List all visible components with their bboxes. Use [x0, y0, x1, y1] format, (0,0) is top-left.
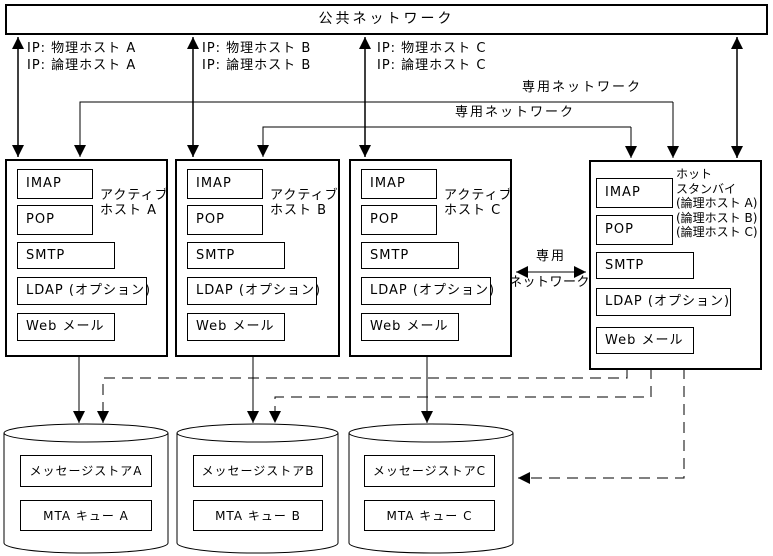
host-a-imap-box: IMAP — [17, 169, 93, 199]
standby-name-line3: (論理ホスト A) — [676, 196, 758, 210]
dashed-arrow-standby-to-store-a — [97, 368, 628, 423]
host-b-webmail-box: Web メール — [187, 313, 285, 341]
dashed-arrow-standby-to-store-b — [269, 368, 652, 423]
ip-logical-b: IP: 論理ホスト B — [202, 58, 312, 73]
standby-host-name: ホット スタンバイ (論理ホスト A) (論理ホスト B) (論理ホスト C) — [676, 167, 758, 240]
public-network-label: 公共ネットワーク — [318, 11, 455, 27]
host-c-ldap-box: LDAP (オプション) — [361, 277, 494, 305]
message-store-a-box: メッセージストアA — [20, 455, 152, 487]
standby-smtp-box: SMTP — [596, 252, 694, 279]
ip-logical-a: IP: 論理ホスト A — [27, 58, 137, 73]
hot-standby-host-box: IMAP POP SMTP LDAP (オプション) Web メール ホット ス… — [589, 160, 762, 370]
public-network-bar: 公共ネットワーク — [5, 4, 768, 35]
host-a-ldap-box: LDAP (オプション) — [17, 277, 150, 305]
standby-ldap-box: LDAP (オプション) — [596, 288, 731, 316]
standby-name-line1: ホット — [676, 167, 713, 181]
ip-label-host-b: IP: 物理ホスト B IP: 論理ホスト B — [202, 40, 311, 74]
standby-pop-box: POP — [596, 215, 673, 245]
host-a-name: アクティブ ホスト A — [100, 188, 169, 218]
host-c-pop-box: POP — [361, 205, 437, 235]
host-a-name-line2: ホスト A — [100, 203, 158, 218]
host-b-name-line1: アクティブ — [270, 188, 339, 203]
storage-cylinder-b — [176, 423, 339, 554]
mta-queue-b-box: MTA キュー B — [193, 500, 323, 531]
host-a-smtp-box: SMTP — [17, 242, 115, 269]
active-host-b-box: IMAP POP SMTP LDAP (オプション) Web メール アクティブ… — [175, 159, 340, 357]
dedicated-network-label-upper: 専用ネットワーク — [522, 80, 643, 95]
ip-logical-c: IP: 論理ホスト C — [377, 58, 487, 73]
dedicated-line-a-left — [74, 101, 673, 157]
host-c-smtp-box: SMTP — [361, 242, 459, 269]
host-c-imap-box: IMAP — [361, 169, 437, 199]
host-a-name-line1: アクティブ — [100, 188, 169, 203]
ip-label-host-a: IP: 物理ホスト A IP: 論理ホスト A — [27, 40, 136, 74]
host-c-name-line2: ホスト C — [444, 203, 502, 218]
host-b-smtp-box: SMTP — [187, 242, 285, 269]
message-store-b-box: メッセージストアB — [193, 455, 323, 487]
standby-name-line4: (論理ホスト B) — [676, 210, 758, 225]
host-c-webmail-box: Web メール — [361, 313, 459, 341]
dedicated-network-label-lower: 専用ネットワーク — [455, 105, 576, 120]
active-host-a-box: IMAP POP SMTP LDAP (オプション) Web メール アクティブ… — [5, 159, 168, 357]
host-b-ldap-box: LDAP (オプション) — [187, 277, 320, 305]
dedicated-network-label-c-line1: 専用 — [536, 249, 567, 264]
active-host-c-box: IMAP POP SMTP LDAP (オプション) Web メール アクティブ… — [349, 159, 512, 357]
mta-queue-a-box: MTA キュー A — [20, 500, 152, 531]
standby-webmail-box: Web メール — [596, 327, 694, 354]
ip-physical-a: IP: 物理ホスト A — [27, 41, 137, 56]
dedicated-network-label-c-line2: ネットワーク — [509, 275, 591, 290]
host-b-pop-box: POP — [187, 205, 263, 235]
message-store-c-box: メッセージストアC — [364, 455, 495, 487]
standby-name-line5: (論理ホスト C) — [676, 225, 758, 239]
host-b-name: アクティブ ホスト B — [270, 188, 339, 218]
host-a-pop-box: POP — [17, 205, 93, 235]
storage-cylinder-c — [348, 423, 514, 554]
host-c-name: アクティブ ホスト C — [444, 188, 513, 218]
host-c-name-line1: アクティブ — [444, 188, 513, 203]
host-a-webmail-box: Web メール — [17, 313, 115, 341]
mta-queue-c-box: MTA キュー C — [364, 500, 495, 531]
ip-physical-c: IP: 物理ホスト C — [377, 41, 487, 56]
host-b-imap-box: IMAP — [187, 169, 263, 199]
storage-cylinder-a — [3, 423, 169, 554]
standby-imap-box: IMAP — [596, 178, 673, 208]
dedicated-line-b-left — [257, 126, 631, 157]
host-b-name-line2: ホスト B — [270, 203, 328, 218]
ip-physical-b: IP: 物理ホスト B — [202, 41, 312, 56]
standby-name-line2: スタンバイ — [676, 181, 737, 196]
ip-label-host-c: IP: 物理ホスト C IP: 論理ホスト C — [377, 40, 486, 74]
dashed-arrow-standby-to-store-c — [518, 368, 685, 484]
